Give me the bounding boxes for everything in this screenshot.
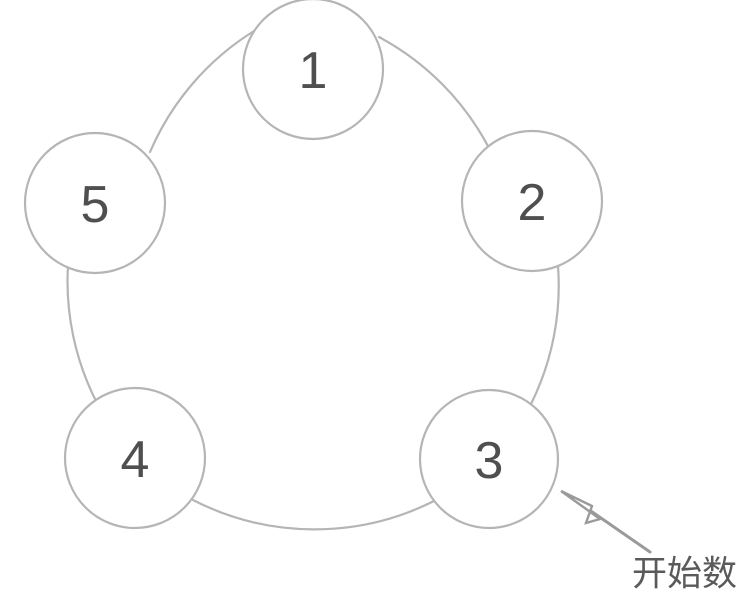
node-5[interactable]: 5	[23, 131, 167, 275]
node-2-circle[interactable]	[460, 129, 604, 273]
node-4-circle[interactable]	[63, 386, 207, 530]
edge-2-to-3	[529, 264, 560, 406]
node-5-label: 5	[81, 176, 110, 234]
node-5-circle[interactable]	[23, 131, 167, 275]
node-2-label: 2	[518, 174, 547, 232]
ring-edges	[66, 29, 560, 531]
node-1-label: 1	[299, 42, 328, 100]
edge-1-to-2	[377, 35, 491, 150]
edge-3-to-4	[191, 498, 436, 531]
node-3-circle[interactable]	[418, 388, 560, 530]
node-1[interactable]: 1	[241, 0, 385, 141]
edge-4-to-5	[66, 263, 99, 405]
annotation-arrow-head	[560, 489, 603, 525]
node-2[interactable]: 2	[460, 129, 604, 273]
annotation-arrow-shaft	[586, 507, 652, 554]
node-4[interactable]: 4	[63, 386, 207, 530]
node-3-label: 3	[475, 432, 504, 490]
annotation-label: 开始数	[632, 554, 737, 593]
node-4-label: 4	[121, 431, 150, 489]
ring-nodes: 1 2 3 4 5	[23, 0, 604, 530]
edge-5-to-1	[148, 29, 256, 154]
node-3[interactable]: 3	[418, 388, 560, 530]
node-1-circle[interactable]	[241, 0, 385, 141]
start-annotation	[560, 489, 652, 554]
